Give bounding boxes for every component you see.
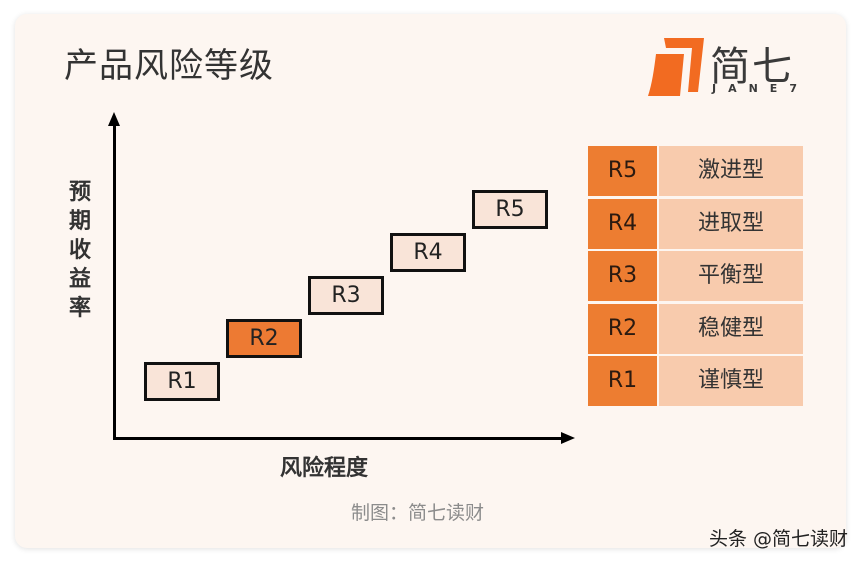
- risk-code: R2: [588, 303, 657, 354]
- y-axis-arrow-icon: [108, 112, 120, 126]
- table-row: R1 谨慎型: [588, 356, 803, 406]
- risk-code: R1: [588, 356, 657, 406]
- x-axis: [113, 437, 563, 440]
- watermark: 头条 @简七读财: [708, 528, 848, 550]
- y-axis: [113, 120, 116, 440]
- x-axis-label: 风险程度: [280, 456, 369, 481]
- risk-code: R4: [588, 198, 657, 249]
- table-row: R3 平衡型: [588, 251, 803, 301]
- x-axis-arrow-icon: [561, 432, 575, 444]
- level-box-r1: R1: [144, 362, 220, 401]
- level-box-r4: R4: [390, 233, 466, 272]
- risk-type: 进取型: [659, 198, 803, 249]
- level-box-r3: R3: [308, 276, 384, 315]
- logo-chinese-text: 简七: [710, 44, 794, 90]
- diagram-title: 产品风险等级: [64, 46, 274, 86]
- y-axis-label: 预 期 收 益 率: [68, 180, 91, 321]
- risk-type: 激进型: [659, 146, 803, 196]
- logo-english-text: JANE7: [712, 82, 809, 95]
- risk-legend-table: R5 激进型 R4 进取型 R3 平衡型 R2 稳健型 R1 谨慎型: [588, 146, 803, 409]
- risk-type: 谨慎型: [659, 356, 803, 406]
- level-box-r5: R5: [472, 190, 548, 229]
- risk-type: 平衡型: [659, 251, 803, 301]
- table-row: R4 进取型: [588, 198, 803, 249]
- risk-code: R5: [588, 146, 657, 196]
- level-box-r2: R2: [226, 319, 302, 358]
- table-row: R5 激进型: [588, 146, 803, 196]
- brand-logo: 简七 JANE7: [646, 34, 816, 100]
- table-row: R2 稳健型: [588, 303, 803, 354]
- logo-mark-icon: [648, 38, 704, 96]
- source-credit: 制图：简七读财: [351, 502, 485, 524]
- risk-type: 稳健型: [659, 303, 803, 354]
- risk-code: R3: [588, 251, 657, 301]
